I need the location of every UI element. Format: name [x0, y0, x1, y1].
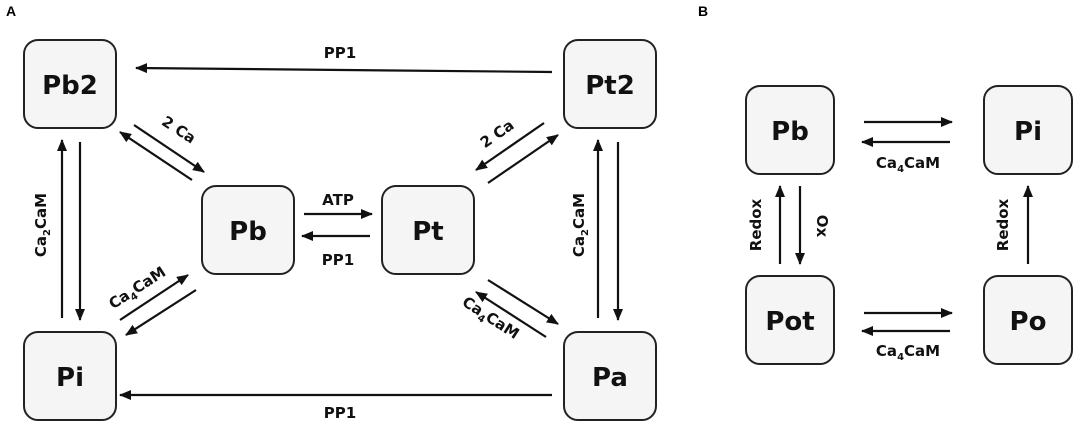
- arrow-pb-to-pi: [125, 289, 197, 336]
- node-pt2: Pt2: [563, 39, 657, 129]
- arrow-pa-to-pt: [475, 291, 547, 338]
- node-pb-label: Pb: [229, 217, 267, 247]
- label-ca2cam-right: Ca2CaM: [570, 193, 591, 257]
- arrow-pb2-to-pb: [133, 124, 205, 173]
- arrow-pb-to-pb2: [119, 131, 193, 181]
- label-ca2cam-left: Ca2CaM: [32, 193, 53, 257]
- label-2ca-left: 2 Ca: [158, 112, 199, 147]
- node-pb: Pb: [201, 185, 295, 275]
- node-pt2-label: Pt2: [585, 71, 635, 101]
- panel-b: Pb Pi Pot Po Ca4CaM Ca4CaM Redox Redox O…: [745, 85, 1073, 365]
- panel-letter-a: A: [6, 3, 16, 19]
- label-b-ca4cam-top: Ca4CaM: [876, 154, 940, 175]
- node-pa: Pa: [563, 331, 657, 421]
- node-pt: Pt: [381, 185, 475, 275]
- node-b-pi-label: Pi: [1014, 117, 1042, 147]
- node-b-pot-label: Pot: [765, 307, 814, 337]
- label-b-redox-right: Redox: [994, 198, 1012, 251]
- node-b-pb-label: Pb: [771, 117, 809, 147]
- label-pp1-mid: PP1: [322, 251, 354, 269]
- arrow-pt2-to-pt: [475, 122, 545, 171]
- label-b-ox: Ox: [813, 215, 831, 238]
- node-b-po: Po: [983, 275, 1073, 365]
- label-pp1-top: PP1: [324, 44, 356, 62]
- arrow-pt-to-pt2: [487, 134, 559, 184]
- node-b-pot: Pot: [745, 275, 835, 365]
- node-pt-label: Pt: [412, 217, 443, 247]
- arrow-pt-to-pa: [487, 279, 559, 325]
- node-pi: Pi: [23, 331, 117, 421]
- label-b-redox-left: Redox: [747, 198, 765, 251]
- panel-a: Pb2 Pt2 Pb Pt Pi Pa: [23, 39, 657, 422]
- node-pi-label: Pi: [56, 363, 84, 393]
- node-b-pb: Pb: [745, 85, 835, 175]
- label-b-ca4cam-bottom: Ca4CaM: [876, 342, 940, 363]
- node-pa-label: Pa: [592, 363, 628, 393]
- node-pb2: Pb2: [23, 39, 117, 129]
- panel-letter-b: B: [698, 3, 708, 19]
- node-b-pi: Pi: [983, 85, 1073, 175]
- label-atp: ATP: [322, 191, 354, 209]
- node-b-po-label: Po: [1010, 307, 1047, 337]
- arrow-pt2-to-pb2: [135, 63, 553, 74]
- label-pp1-bottom: PP1: [324, 404, 356, 422]
- arrow-pi-to-pb: [119, 274, 189, 321]
- node-pb2-label: Pb2: [42, 71, 98, 101]
